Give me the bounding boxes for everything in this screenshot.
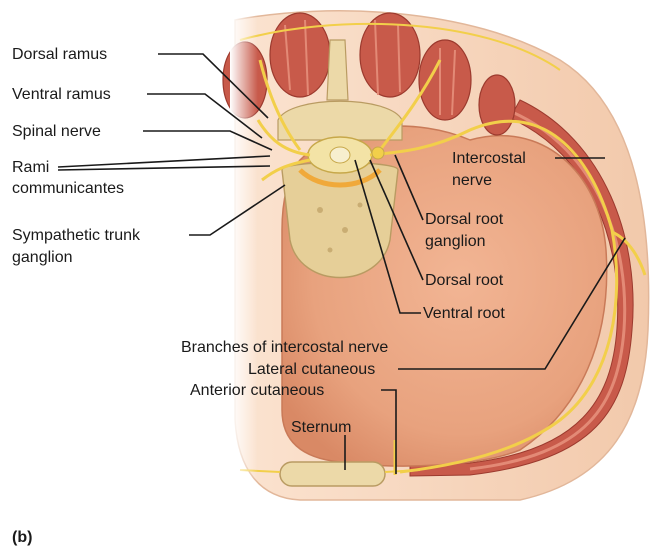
label-sternum: Sternum xyxy=(291,419,351,436)
label-intercostal-line1: Intercostal xyxy=(452,150,526,167)
sternum-bone xyxy=(280,462,385,486)
label-rami-line2: communicantes xyxy=(12,180,124,197)
label-anterior-cutaneous: Anterior cutaneous xyxy=(190,382,324,399)
label-intercostal-line2: nerve xyxy=(452,172,492,189)
label-drg-line1: Dorsal root xyxy=(425,211,504,228)
label-lateral-cutaneous: Lateral cutaneous xyxy=(248,361,375,378)
label-spinal-nerve: Spinal nerve xyxy=(12,123,101,140)
label-rami-line1: Rami xyxy=(12,159,49,176)
label-ventral-root: Ventral root xyxy=(423,305,505,322)
label-sympathetic-line2: ganglion xyxy=(12,249,73,266)
label-drg-line2: ganglion xyxy=(425,233,486,250)
panel-letter: (b) xyxy=(12,529,32,546)
label-dorsal-root: Dorsal root xyxy=(425,272,504,289)
label-ventral-ramus: Ventral ramus xyxy=(12,86,111,103)
dorsal-root-ganglion-mark xyxy=(372,147,384,159)
label-dorsal-ramus: Dorsal ramus xyxy=(12,46,107,63)
label-branches-heading: Branches of intercostal nerve xyxy=(181,339,388,356)
label-sympathetic-line1: Sympathetic trunk xyxy=(12,227,141,244)
